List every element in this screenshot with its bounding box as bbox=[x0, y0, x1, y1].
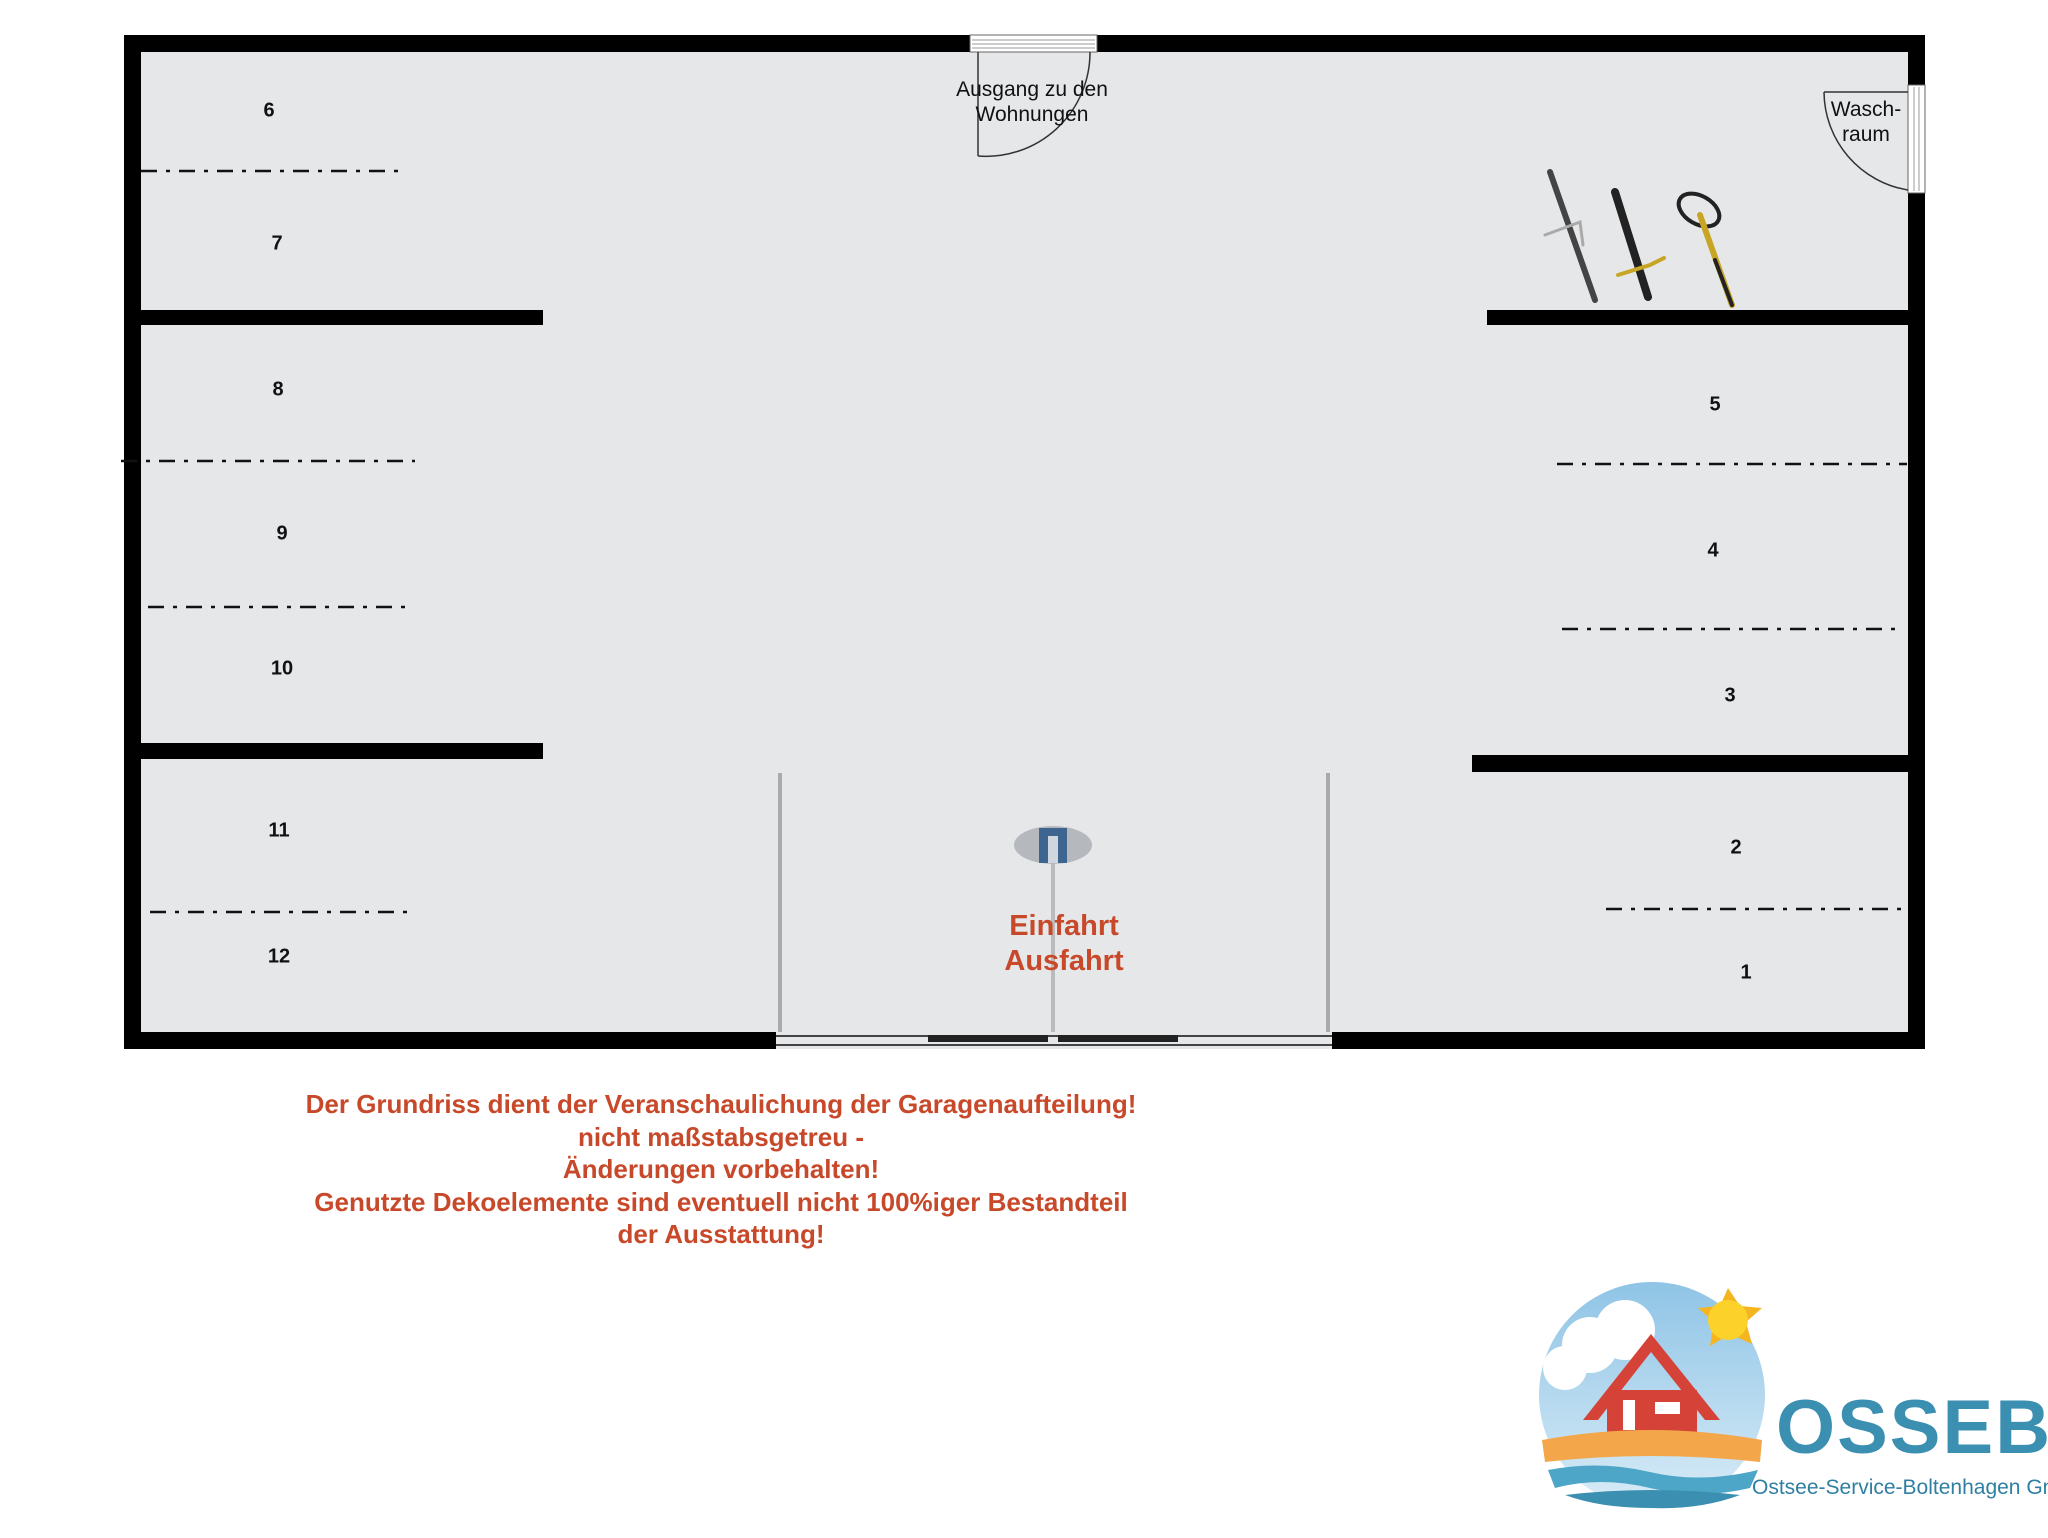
disclaimer-line: nicht maßstabsgetreu - bbox=[577, 1121, 865, 1152]
washroom-label-line2: raum bbox=[1842, 123, 1890, 146]
disclaimer-text: Der Grundriss dient der Veranschaulichun… bbox=[306, 1088, 1137, 1251]
disclaimer-line: Genutzte Dekoelemente sind eventuell nic… bbox=[314, 1186, 1128, 1217]
exit-label-line1: Ausgang zu den bbox=[956, 78, 1108, 101]
partition-wall-left-upper bbox=[141, 310, 543, 325]
entrance-label-line1: Einfahrt bbox=[1009, 910, 1119, 942]
company-logo-icon bbox=[1539, 1282, 1765, 1509]
disclaimer-line: Änderungen vorbehalten! bbox=[562, 1154, 880, 1184]
exit-label-line2: Wohnungen bbox=[975, 103, 1089, 126]
garage-floor bbox=[141, 52, 1908, 1032]
partition-wall-right-upper bbox=[1487, 310, 1908, 325]
gate-sensor-icon bbox=[1014, 826, 1092, 864]
exit-door bbox=[969, 34, 1098, 158]
parking-space-4: 4 bbox=[1707, 539, 1719, 562]
bicycles-icon bbox=[1543, 169, 1735, 308]
entrance-label-line2: Ausfahrt bbox=[1004, 945, 1124, 977]
entrance-label: Einfahrt Ausfahrt bbox=[1004, 909, 1123, 979]
parking-space-9: 9 bbox=[276, 522, 288, 545]
partition-wall-left-lower bbox=[141, 743, 543, 759]
disclaimer-line: der Ausstattung! bbox=[617, 1219, 825, 1249]
washroom-door bbox=[1823, 84, 1926, 194]
parking-space-3: 3 bbox=[1724, 684, 1736, 707]
exit-label: Ausgang zu den Wohnungen bbox=[956, 77, 1108, 127]
disclaimer-line: Der Grundriss dient der Veranschaulichun… bbox=[305, 1089, 1137, 1119]
space-dividers bbox=[121, 169, 1907, 914]
partition-wall-right-lower bbox=[1472, 755, 1908, 772]
parking-space-2: 2 bbox=[1730, 836, 1742, 859]
parking-space-6: 6 bbox=[263, 99, 275, 122]
parking-space-10: 10 bbox=[270, 657, 294, 680]
parking-space-8: 8 bbox=[272, 378, 284, 401]
logo-subtitle: Ostsee-Service-Boltenhagen GmbH bbox=[1752, 1476, 2048, 1499]
washroom-label-line1: Wasch- bbox=[1830, 98, 1902, 121]
washroom-label: Wasch- raum bbox=[1831, 97, 1901, 147]
parking-space-12: 12 bbox=[267, 945, 291, 968]
parking-space-5: 5 bbox=[1709, 393, 1721, 416]
parking-space-7: 7 bbox=[271, 232, 283, 255]
parking-space-11: 11 bbox=[268, 819, 290, 842]
entrance-gate bbox=[776, 773, 1332, 1049]
parking-space-1: 1 bbox=[1740, 961, 1752, 984]
